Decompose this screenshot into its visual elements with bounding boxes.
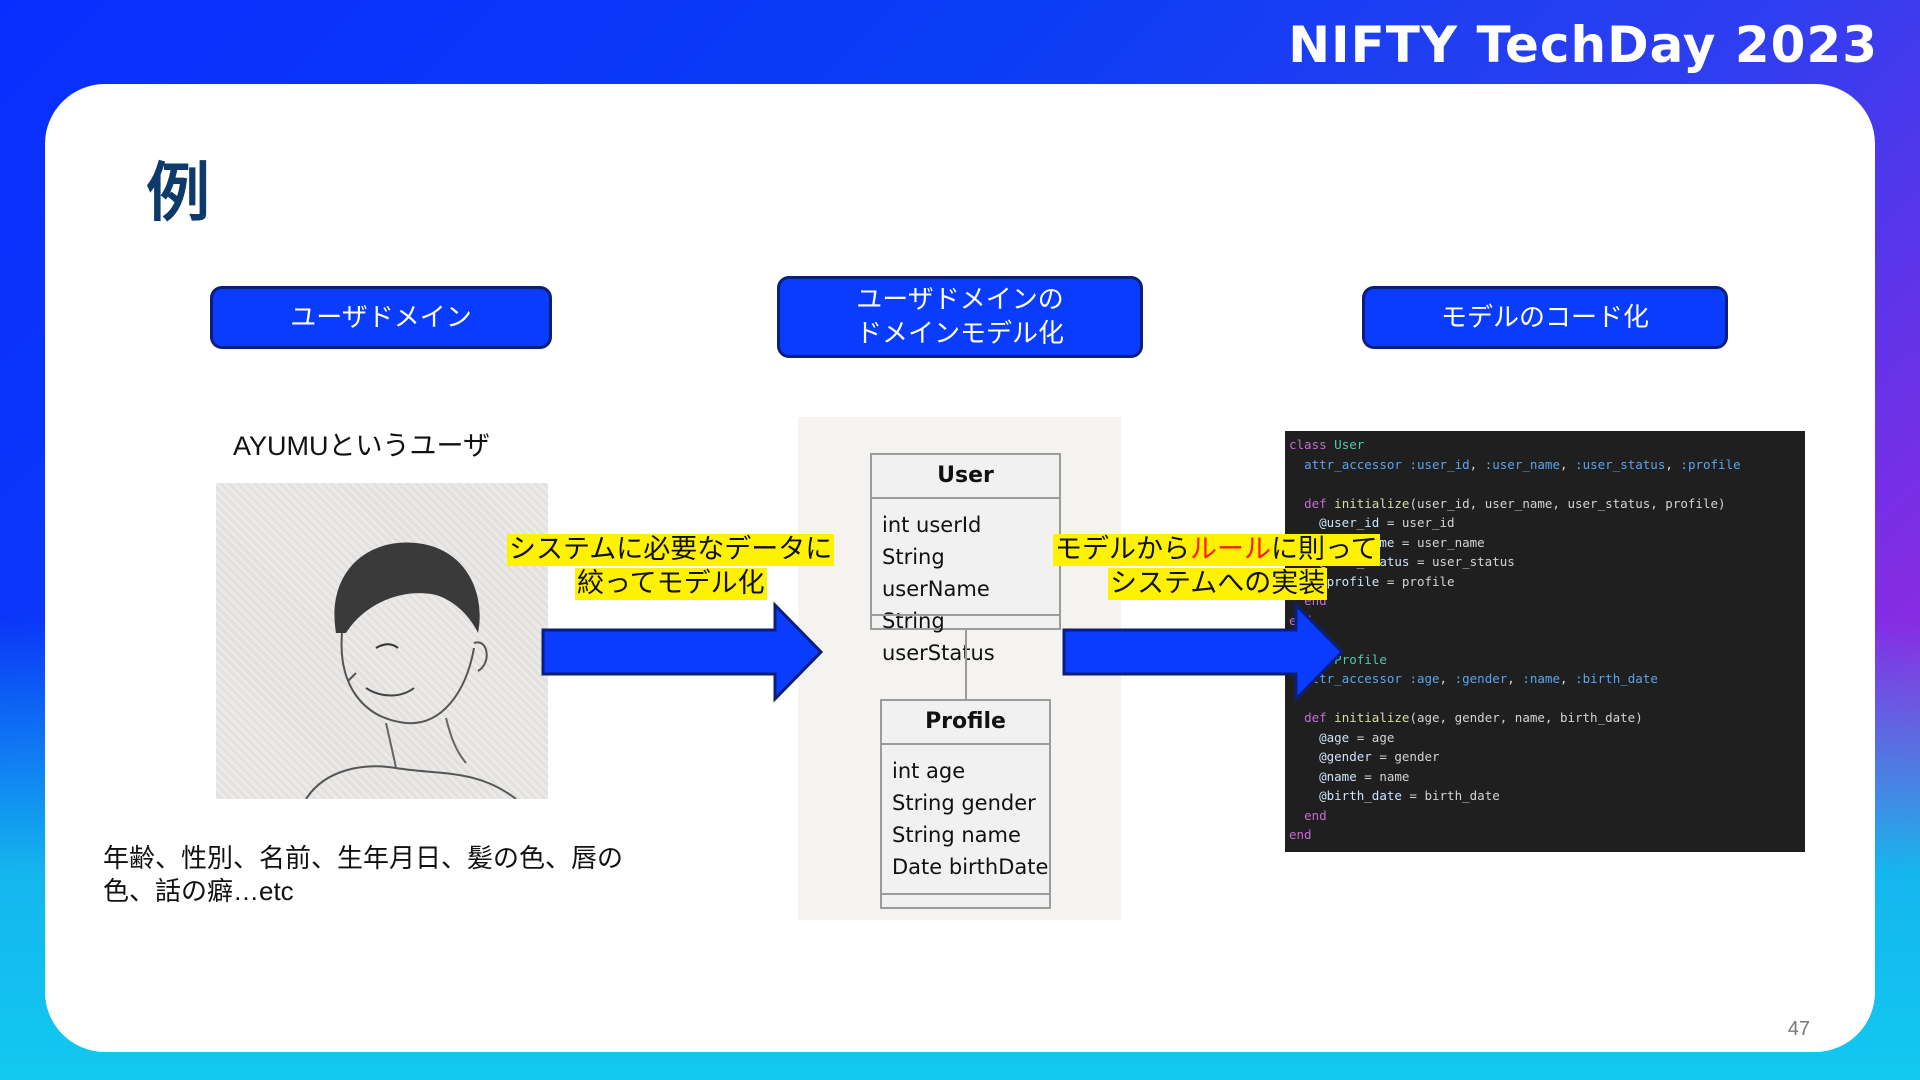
step-model-code: モデルのコード化 [1362,286,1728,349]
page-number: 47 [1787,1018,1810,1040]
code-editor: class User attr_accessor :user_id, :user… [1285,431,1805,852]
uml-user-methods [872,614,1059,628]
code-line: class Profile [1289,651,1387,667]
code-line [1289,689,1801,709]
step-domain-model: ユーザドメインの ドメインモデル化 [777,276,1143,358]
code-line: def initialize(user_id, user_name, user_… [1304,495,1726,511]
code-line: @birth_date = birth_date [1319,788,1500,803]
uml-user-attr: int userId [882,513,982,537]
uml-profile-attr: int age [892,759,966,783]
user-label: AYUMUというユーザ [233,431,490,461]
code-line: attr_accessor :age, :gender, :name, :bir… [1304,671,1658,686]
uml-class-user-name: User [872,455,1059,499]
code-line [1289,630,1801,650]
step-user-domain: ユーザドメイン [210,286,552,349]
arrow2-label-line1: モデルからルールに則って [1053,534,1380,566]
uml-profile-methods [882,893,1049,907]
user-attributes: 年齢、性別、名前、生年月日、髪の色、唇の色、話の癖…etc [103,843,624,906]
code-line: class User [1289,437,1365,452]
arrow2-label-pre: モデルから [1055,534,1190,565]
code-line: end [1304,593,1327,608]
user-portrait-sketch [216,483,548,799]
uml-profile-attr: String name [892,823,1021,847]
uml-association-line [965,628,967,700]
slide-title: 例 [146,157,210,231]
uml-class-profile-name: Profile [882,701,1049,745]
code-line: @name = name [1319,768,1410,784]
code-line: @gender = gender [1319,749,1440,764]
code-line: @age = age [1319,729,1395,745]
code-line: end [1289,827,1312,842]
brand-logo: NIFTY TechDay 2023 [1288,16,1878,74]
code-line: @profile = profile [1319,573,1455,589]
uml-user-attr: String userName [882,545,990,601]
arrow-right-2-icon [1062,601,1345,703]
uml-profile-attr: Date birthDate [892,855,1049,879]
portrait-drawing [305,542,517,799]
code-line: end [1304,807,1327,823]
arrow2-label-post: に則って [1271,534,1378,565]
code-line: attr_accessor :user_id, :user_name, :use… [1304,456,1741,472]
uml-class-user: User int userId String userName String u… [870,453,1061,665]
uml-class-profile: Profile int age String gender String nam… [880,699,1051,909]
arrow-right-1-icon [541,601,824,703]
uml-user-attr: String userStatus [882,609,995,665]
arrow2-label-line2: システムへの実装 [1108,568,1328,600]
arrow1-label-line2: 絞ってモデル化 [575,568,767,600]
code-line: end [1289,611,1801,631]
uml-profile-attr: String gender [892,791,1036,815]
code-line [1289,474,1801,494]
arrow2-label-rule: ルール [1190,534,1271,565]
code-line: def initialize(age, gender, name, birth_… [1304,710,1643,725]
code-line: @user_id = user_id [1319,515,1455,530]
arrow1-label-line1: システムに必要なデータに [507,534,835,566]
